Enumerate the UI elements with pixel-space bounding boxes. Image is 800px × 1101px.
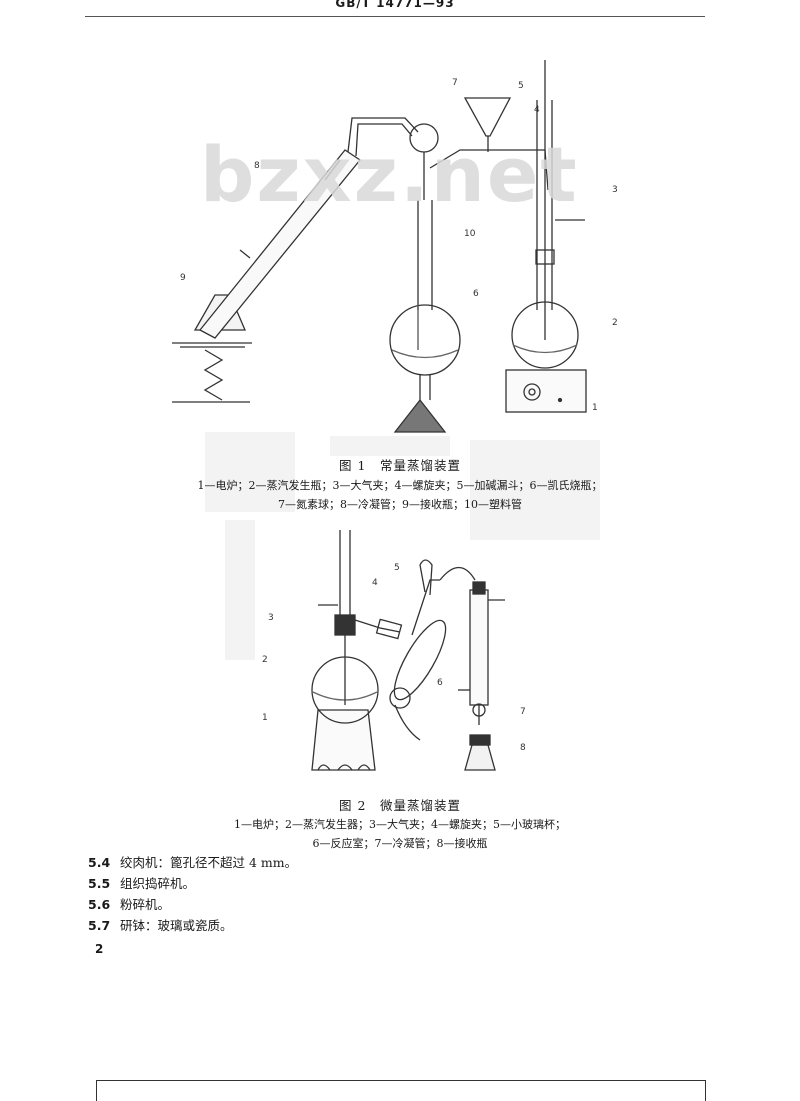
lab-jack [203,349,224,401]
scan-smudge [470,440,600,540]
condenser-tube [199,149,361,339]
f1-label-10: 10 [464,229,476,239]
f2-label-7: 7 [520,707,526,717]
figure2-apparatus-drawing: 1 2 3 4 5 6 7 8 [262,530,526,771]
f2-label-3: 3 [268,613,274,623]
f2-label-1: 1 [262,713,268,723]
f2-label-4: 4 [372,578,378,588]
page-header: GB/T 14771—93 [85,0,705,17]
kjeldahl-flask [389,304,461,376]
f2-label-8: 8 [520,743,526,753]
scan-smudge [225,520,255,660]
figure2-legend-line2: 6—反应室；7—冷凝管；8—接收瓶 [312,837,488,850]
standard-code: GB/T 14771—93 [335,0,455,10]
figure1-legend-line2: 7—氮素球；8—冷凝管；9—接收瓶；10—塑料管 [278,498,522,511]
receiving-flask [464,744,496,771]
page-number: 2 [95,942,104,956]
f1-label-4: 4 [534,105,540,115]
figure1-apparatus-drawing: 1 2 3 4 5 6 7 8 9 10 [172,60,618,433]
figure1-legend-line1: 1—电炉；2—蒸汽发生瓶；3—大气夹；4—螺旋夹；5—加碱漏斗；6—凯氏烧瓶； [197,479,603,492]
figure2-legend-line1: 1—电炉；2—蒸汽发生器；3—大气夹；4—螺旋夹；5—小玻璃杯； [234,818,566,831]
figure2-title: 图 2 微量蒸馏装置 [339,798,461,813]
f1-label-5: 5 [518,81,524,91]
f2-label-2: 2 [262,655,268,665]
f2-label-6: 6 [437,678,443,688]
f1-label-9: 9 [180,273,186,283]
electric-furnace [311,709,376,771]
f2-label-5: 5 [394,563,400,573]
f1-label-7: 7 [452,78,458,88]
steam-generator-flask [511,301,579,369]
f1-label-3: 3 [612,185,618,195]
f1-label-8: 8 [254,161,260,171]
electric-furnace [505,369,587,413]
alkali-funnel [463,97,512,137]
f1-label-1: 1 [592,403,598,413]
scan-smudge [205,432,295,512]
scan-smudge [330,436,450,456]
f1-label-6: 6 [473,289,479,299]
reaction-chamber [393,619,447,701]
figure1-title: 图 1 常量蒸馏装置 [339,458,461,473]
figure2-legend: 1—电炉；2—蒸汽发生器；3—大气夹；4—螺旋夹；5—小玻璃杯； 6—反应室；7… [0,815,800,853]
watermark: bzxz.net [200,130,579,219]
figure1-legend: 1—电炉；2—蒸汽发生瓶；3—大气夹；4—螺旋夹；5—加碱漏斗；6—凯氏烧瓶； … [0,476,800,514]
footer-frame [96,1080,706,1101]
f1-label-2: 2 [612,318,618,328]
